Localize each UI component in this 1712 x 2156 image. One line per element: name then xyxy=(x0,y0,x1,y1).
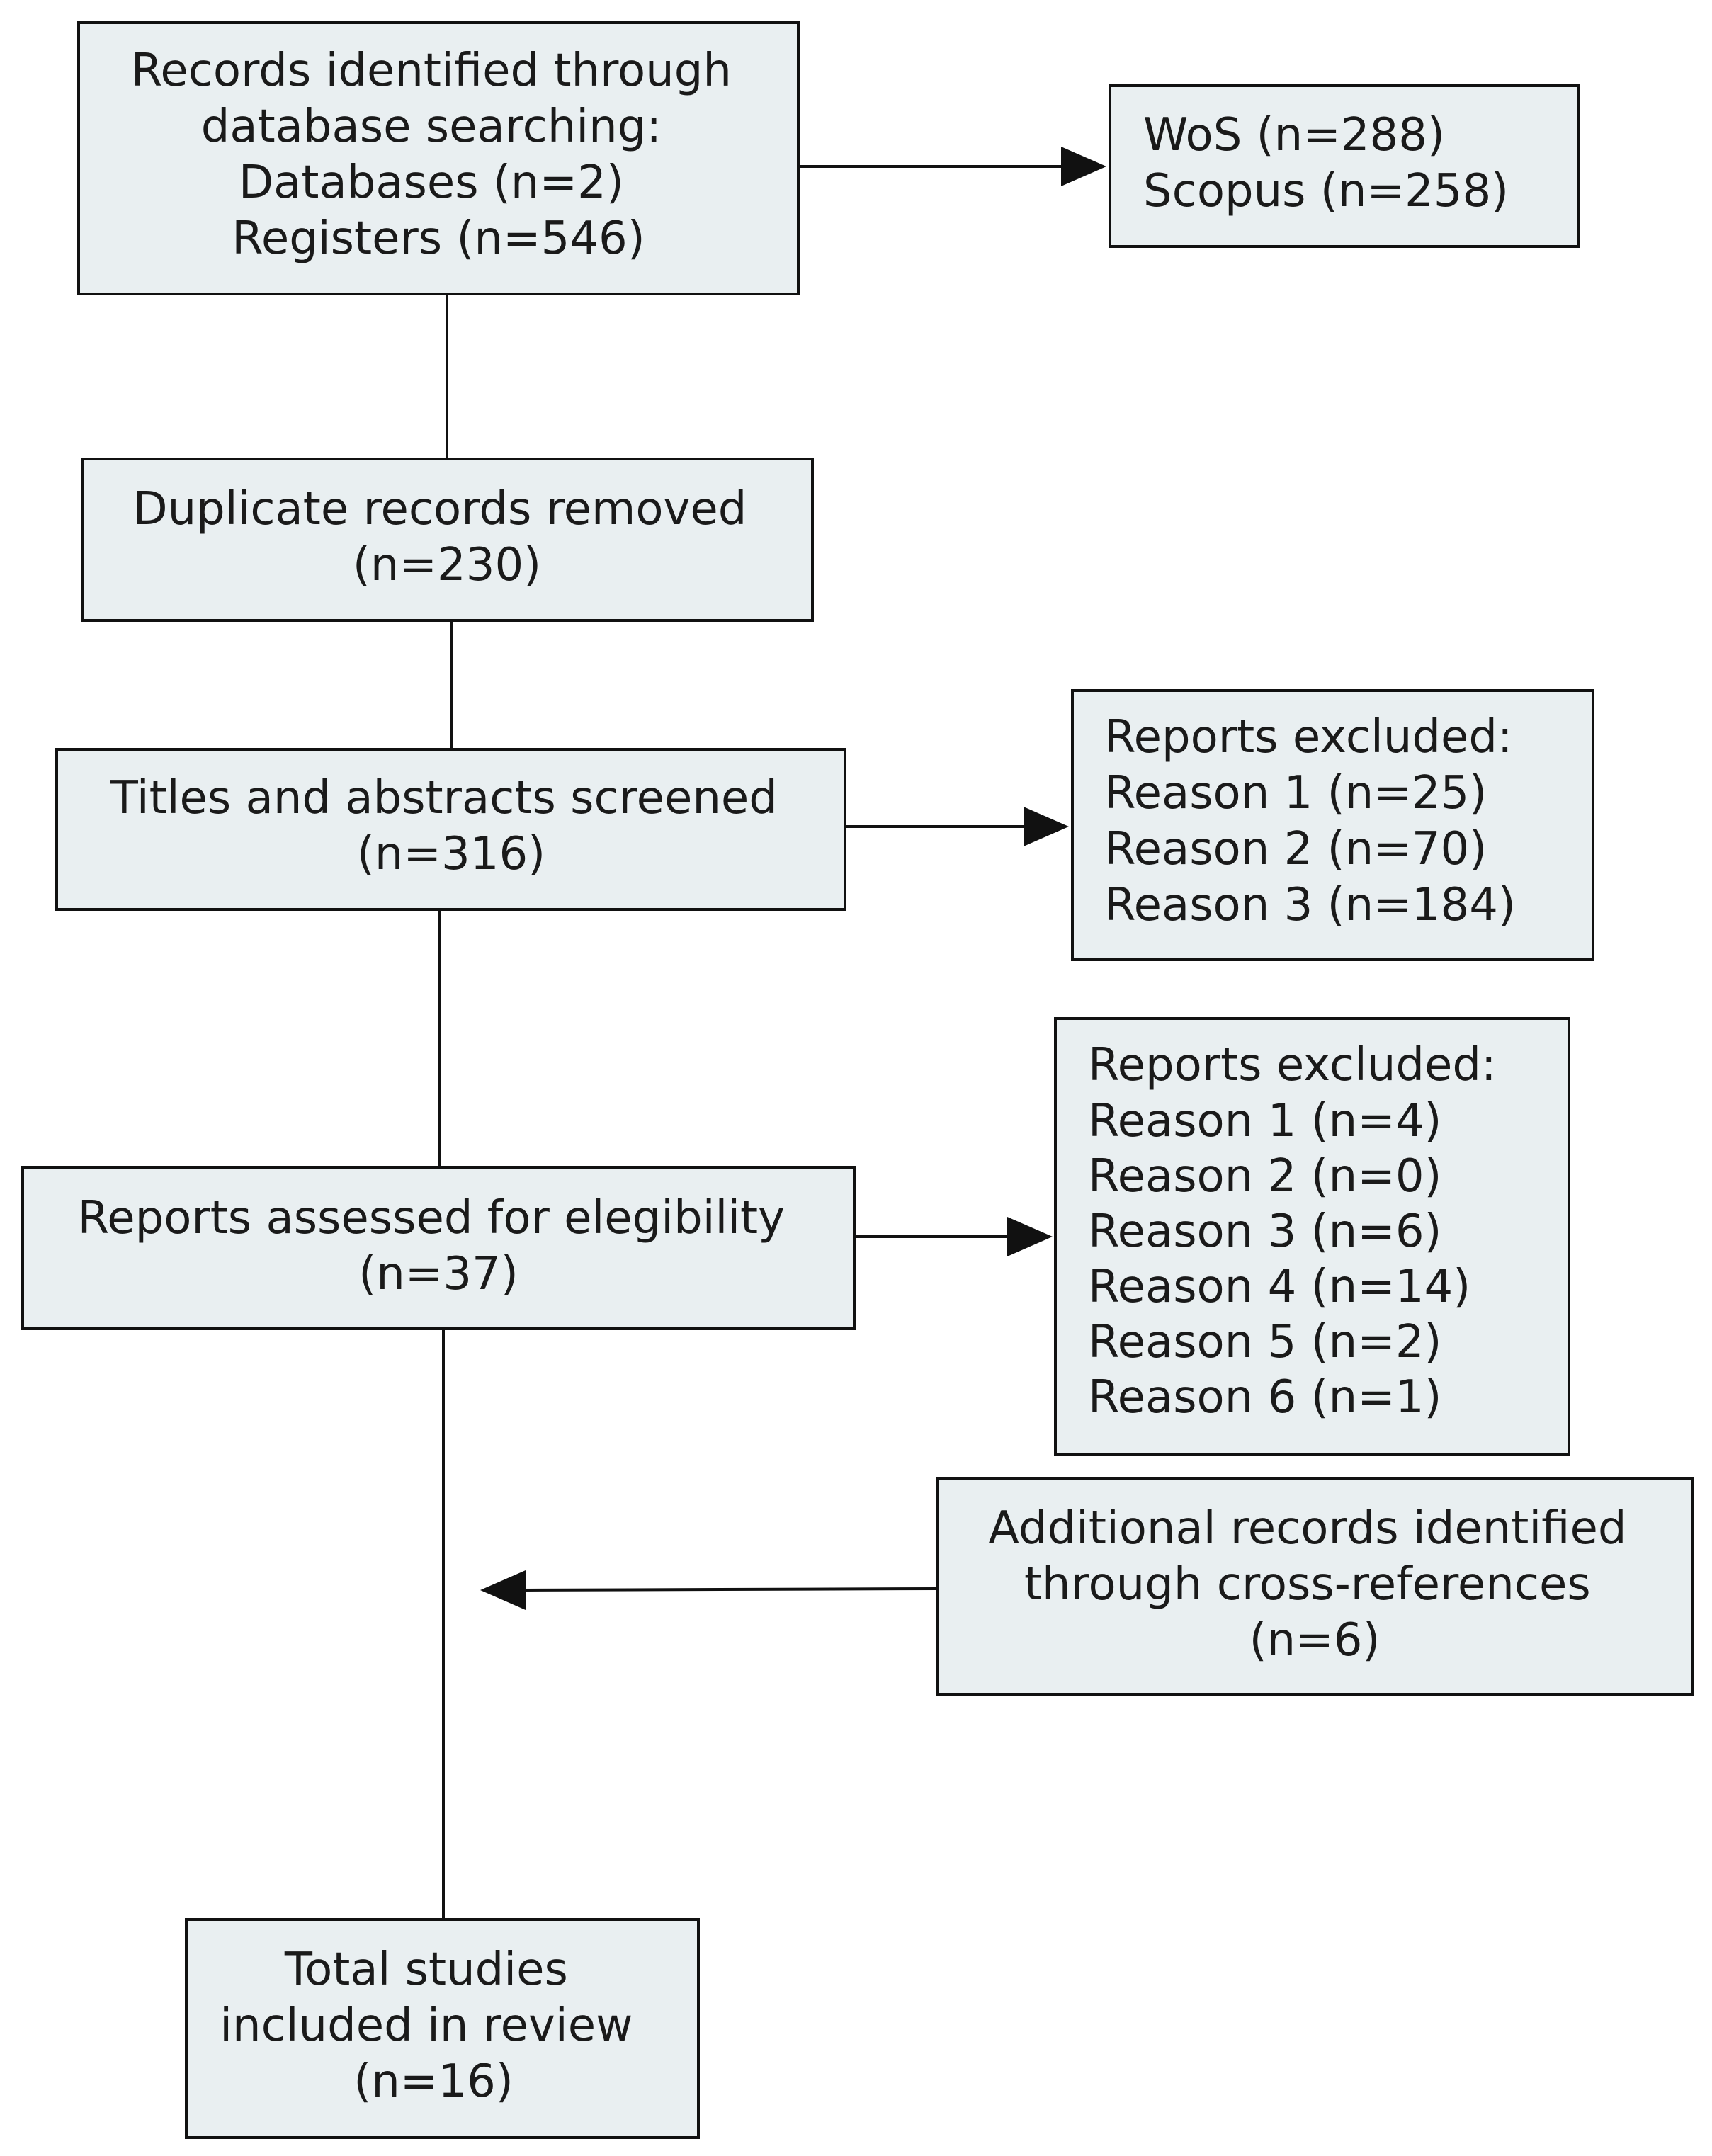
included-box: Total studies included in review (n=16) xyxy=(185,1918,700,2139)
arrowhead-to-sources xyxy=(1061,147,1106,186)
additional-records-text: Additional records identified through cr… xyxy=(988,1502,1641,1667)
arrowhead-from-additional xyxy=(480,1570,526,1610)
identification-box: Records identified through database sear… xyxy=(77,21,800,295)
eligibility-excluded-box: Reports excluded: Reason 1 (n=4) Reason … xyxy=(1054,1017,1570,1456)
identification-text: Records identified through database sear… xyxy=(131,45,747,265)
screening-excluded-text: Reports excluded: Reason 1 (n=25) Reason… xyxy=(1104,711,1527,931)
sources-text: WoS (n=288) Scopus (n=258) xyxy=(1143,109,1509,217)
included-text: Total studies included in review (n=16) xyxy=(220,1944,647,2108)
eligibility-text: Reports assessed for elegibility (n=37) xyxy=(78,1192,800,1300)
sources-box: WoS (n=288) Scopus (n=258) xyxy=(1109,84,1580,248)
screening-text: Titles and abstracts screened (n=316) xyxy=(110,772,792,880)
screening-excluded-box: Reports excluded: Reason 1 (n=25) Reason… xyxy=(1071,689,1594,961)
duplicates-box: Duplicate records removed (n=230) xyxy=(81,458,814,622)
connector-from-additional xyxy=(523,1587,938,1592)
eligibility-box: Reports assessed for elegibility (n=37) xyxy=(21,1166,856,1330)
additional-records-box: Additional records identified through cr… xyxy=(936,1477,1694,1696)
screening-box: Titles and abstracts screened (n=316) xyxy=(55,748,846,911)
arrowhead-to-eligibility-excluded xyxy=(1007,1217,1053,1256)
duplicates-text: Duplicate records removed (n=230) xyxy=(132,483,761,591)
eligibility-excluded-text: Reports excluded: Reason 1 (n=4) Reason … xyxy=(1088,1039,1511,1424)
arrowhead-to-screening-excluded xyxy=(1024,807,1069,846)
